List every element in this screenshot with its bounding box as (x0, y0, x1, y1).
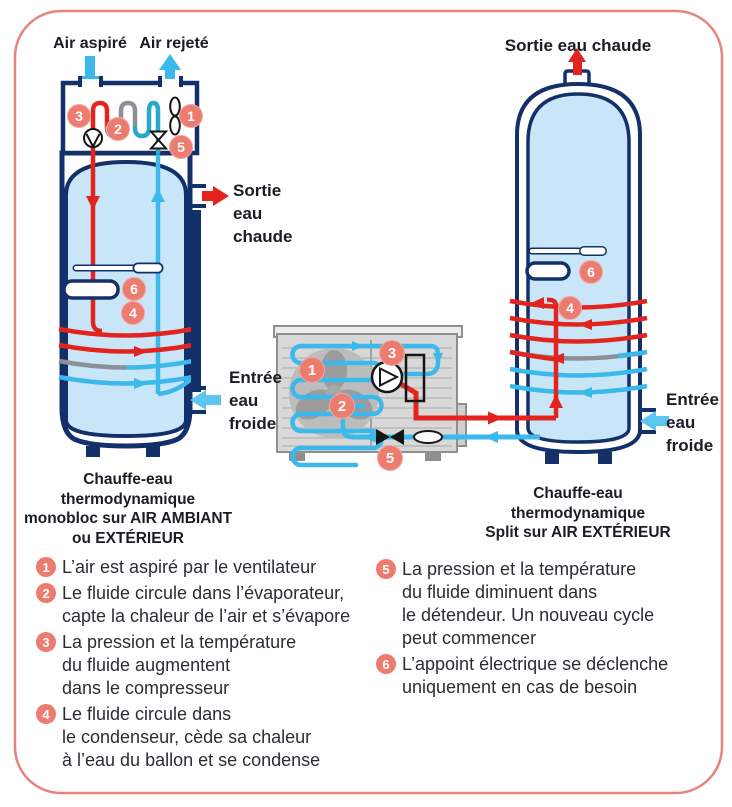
filter-drier-icon (413, 430, 443, 444)
flow-arrow (484, 431, 498, 443)
legend-right-column: 5 La pression et la température du fluid… (376, 558, 714, 702)
marker-expansion-valve: 5 (169, 135, 193, 159)
legend-num-2: 2 (36, 583, 56, 603)
unit-components (370, 353, 443, 445)
expansion-valve-icon (148, 130, 169, 150)
flow-arrow (488, 411, 503, 425)
compartment-gap (160, 79, 181, 87)
electric-heater (525, 261, 571, 281)
condenser-coil (58, 326, 195, 397)
marker-condenser: 4 (121, 301, 145, 325)
riser-up-arrow (549, 394, 563, 408)
hot-out-arrow (202, 186, 229, 206)
electric-heater (62, 279, 120, 300)
compressor-icon (83, 128, 103, 149)
pipe-housing (456, 403, 467, 447)
marker-electric-heater: 6 (122, 277, 146, 301)
hot-out-split-label: Sortie eau chaude (504, 36, 652, 55)
riser-up-arrow (151, 188, 165, 202)
coil-arrow (134, 378, 148, 389)
marker-compressor: 3 (67, 104, 91, 128)
legend-num-1: 1 (36, 557, 56, 577)
marker-evaporator-outdoor: 2 (329, 393, 355, 419)
monobloc-heater (58, 54, 229, 457)
legend-item-5: 5 La pression et la température du fluid… (376, 558, 714, 650)
evaporator-coil (290, 343, 395, 468)
fan-icon (169, 96, 181, 136)
cold-inlet-stub (188, 386, 206, 414)
drop-down-arrow (86, 196, 100, 210)
legend-num-6: 6 (376, 654, 396, 674)
legend-item-2: 2 Le fluide circule dans l’évaporateur, … (36, 582, 374, 628)
compartment-notches (78, 76, 183, 87)
legend-item-6: 6 L’appoint électrique se déclenche uniq… (376, 653, 714, 699)
outdoor-unit (273, 325, 467, 468)
tank-foot (545, 452, 559, 464)
split-caption: Chauffe-eau thermodynamique Split sur AI… (485, 485, 671, 541)
marker-fan: 1 (179, 104, 203, 128)
component-box (404, 353, 426, 403)
unit-foot (425, 452, 441, 461)
flow-arrow (433, 353, 443, 365)
marker-condenser-split: 4 (558, 296, 582, 320)
coil-arrow (578, 319, 592, 330)
legend-num-3: 3 (36, 632, 56, 652)
cold-in-arrow (190, 390, 221, 410)
tank-foot (146, 446, 160, 457)
legend-num-4: 4 (36, 704, 56, 724)
expansion-valve-icon (376, 429, 404, 445)
air-out-label: Air rejeté (139, 35, 209, 52)
tank-foot (86, 446, 100, 457)
legend-item-4: 4 Le fluide circule dans le condenseur, … (36, 703, 374, 772)
legend-num-5: 5 (376, 559, 396, 579)
cold-in-arrow (640, 411, 669, 431)
legend-item-1: 1 L’air est aspiré par le ventilateur (36, 556, 374, 579)
split-heater (509, 48, 669, 464)
tank-foot (598, 452, 612, 464)
coil-feed (90, 321, 103, 334)
coil-arrow (530, 297, 544, 309)
coil-arrow (578, 387, 592, 398)
compressor-triangle (379, 366, 400, 388)
hot-outlet-stub (188, 184, 206, 208)
flow-arrow (362, 431, 376, 443)
marker-expansion-valve-outdoor: 5 (377, 445, 403, 471)
monobloc-caption: Chauffe-eau thermodynamique monobloc sur… (23, 471, 233, 547)
side-pipe (191, 210, 201, 392)
tank-inner (526, 92, 631, 444)
unit-foot (289, 452, 305, 461)
air-in-label: Air aspiré (53, 35, 127, 52)
riser-elbow (546, 297, 559, 307)
cold-in-monobloc-label: Entrée eau froide (229, 368, 282, 433)
legend-left-column: 1 L’air est aspiré par le ventilateur 2 … (36, 556, 374, 775)
cold-in-split-label: Entrée eau froide (666, 390, 719, 455)
marker-evaporator: 2 (106, 117, 130, 141)
frame-border (13, 9, 724, 795)
marker-electric-heater-split: 6 (579, 260, 603, 284)
flow-arrow (352, 341, 364, 351)
cold-inlet-stub (638, 408, 656, 434)
marker-fan-outdoor: 1 (299, 357, 325, 383)
hot-out-arrow (568, 48, 586, 75)
hot-out-monobloc-label: Sortie eau chaude (233, 181, 293, 246)
marker-compressor-outdoor: 3 (379, 340, 405, 366)
coil-arrow (134, 346, 148, 357)
compartment-gap (80, 79, 101, 87)
legend-item-3: 3 La pression et la température du fluid… (36, 631, 374, 700)
